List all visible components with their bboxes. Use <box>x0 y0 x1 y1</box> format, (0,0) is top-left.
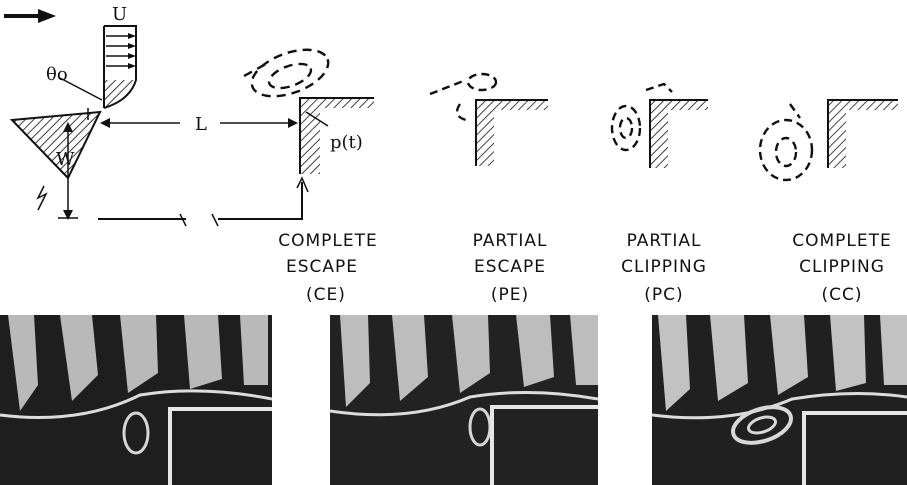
regime-abbr: (CC) <box>821 285 862 305</box>
regime-line1: PARTIAL <box>473 231 548 251</box>
pressure-symbol: p(t) <box>330 132 363 153</box>
photo-complete-escape <box>0 315 272 485</box>
regime-line2: ESCAPE <box>474 257 546 277</box>
regime-label-pe: PARTIAL ESCAPE (PE) <box>473 231 548 305</box>
regime-abbr: (PE) <box>491 285 529 305</box>
photo-complete-clipping <box>652 315 907 485</box>
vortex-complete-clipping <box>760 104 812 180</box>
regime-line1: COMPLETE <box>278 231 378 251</box>
velocity-symbol: U <box>112 4 127 25</box>
regime-label-cc: COMPLETE CLIPPING (CC) <box>792 231 892 305</box>
angle-symbol: θo <box>46 64 68 85</box>
length-symbol: L <box>195 114 207 135</box>
corner-3 <box>650 100 708 168</box>
regime-abbr: (PC) <box>644 285 683 305</box>
velocity-profile <box>60 26 136 108</box>
photo-partial-escape <box>330 315 598 485</box>
flow-schematic: U θo W L p(t) <box>0 0 907 315</box>
regime-label-pc: PARTIAL CLIPPING (PC) <box>621 231 707 305</box>
regime-label-ce: COMPLETE ESCAPE (CE) <box>278 231 378 305</box>
regime-line2: CLIPPING <box>621 257 707 277</box>
regime-abbr: (CE) <box>306 285 346 305</box>
regime-line2: CLIPPING <box>799 257 885 277</box>
regime-line2: ESCAPE <box>286 257 358 277</box>
regime-line1: COMPLETE <box>792 231 892 251</box>
regime-line1: PARTIAL <box>627 231 702 251</box>
return-path <box>98 178 308 226</box>
flow-direction-arrow <box>4 9 56 23</box>
vortex-complete-escape <box>244 41 334 106</box>
corner-4 <box>828 100 898 168</box>
corner-2 <box>476 100 548 166</box>
width-symbol: W <box>56 149 75 170</box>
